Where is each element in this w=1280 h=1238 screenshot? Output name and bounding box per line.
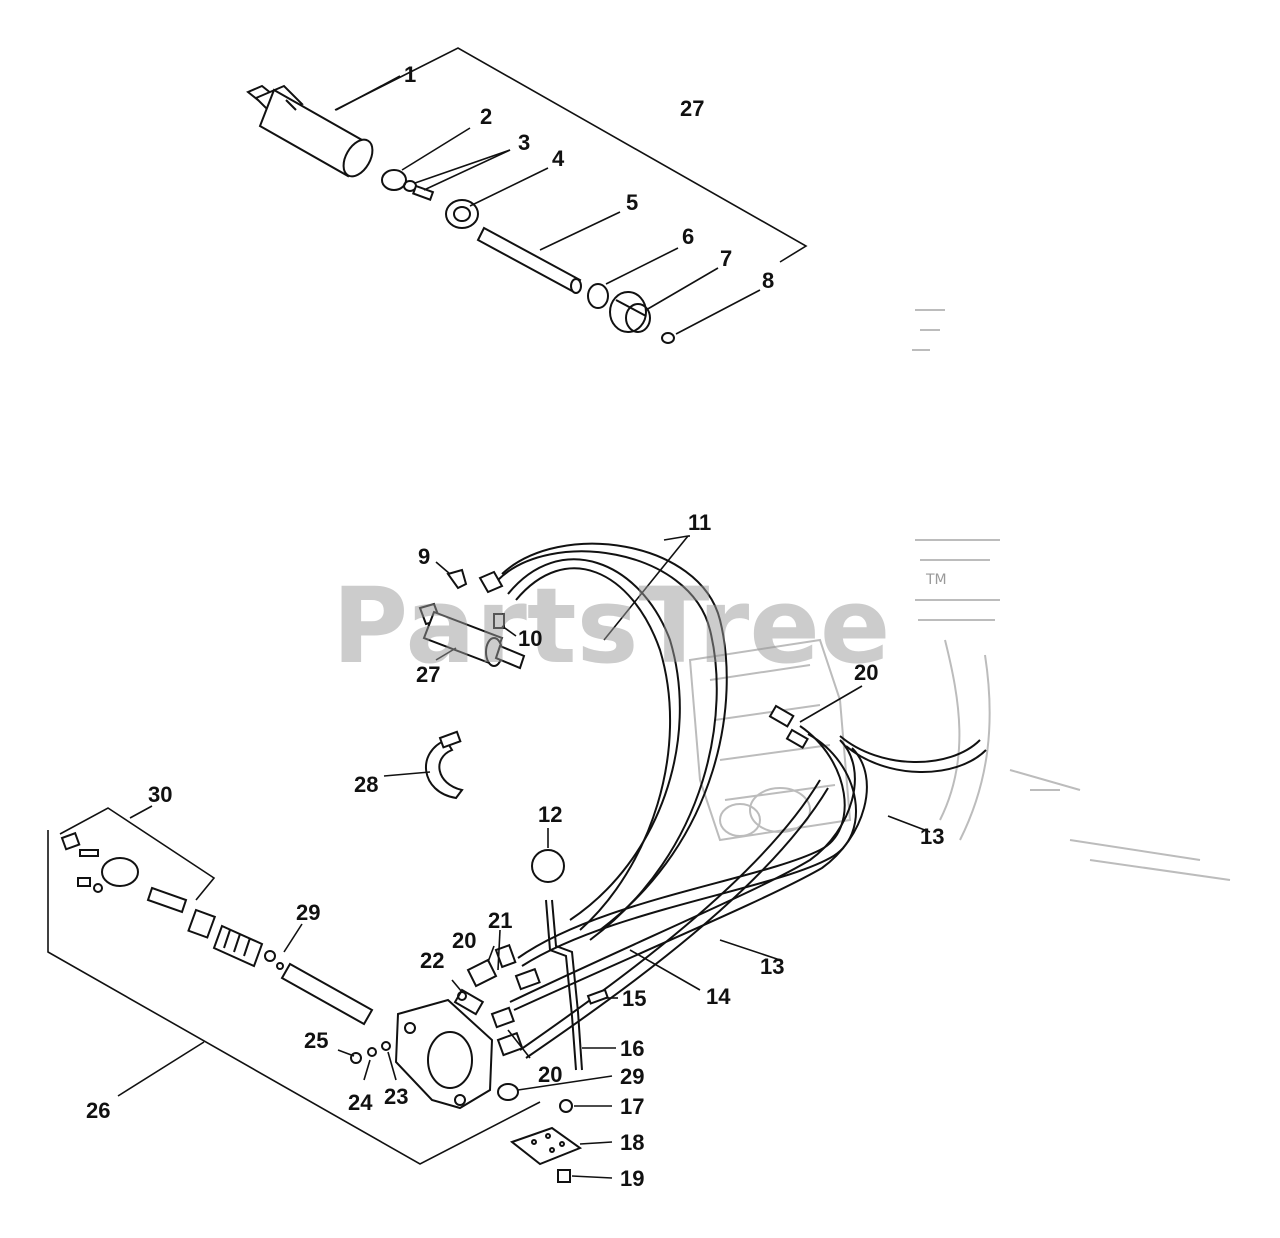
callout-17: 17 <box>620 1094 644 1119</box>
part-27-cylinder[interactable] <box>418 602 526 670</box>
callout-25: 25 <box>304 1028 328 1053</box>
callout-20-low: 20 <box>538 1062 562 1087</box>
callout-9: 9 <box>418 544 430 569</box>
callout-4: 4 <box>552 146 565 171</box>
callout-labels: 1 2 3 4 27 5 6 7 8 9 11 10 27 20 28 30 1… <box>86 62 944 1191</box>
part-1-cylinder-barrel[interactable] <box>246 84 378 181</box>
callout-13-right: 13 <box>920 824 944 849</box>
callout-3: 3 <box>518 130 530 155</box>
callout-15: 15 <box>622 986 646 1011</box>
callout-12: 12 <box>538 802 562 827</box>
callout-18: 18 <box>620 1130 644 1155</box>
watermark-trademark: TM <box>925 572 947 588</box>
background-frame-outline <box>688 309 1231 881</box>
part-30-valve-kit[interactable] <box>60 831 188 914</box>
callout-27-mid: 27 <box>416 662 440 687</box>
callout-26: 26 <box>86 1098 110 1123</box>
valve-assembly <box>47 805 613 1183</box>
part-28-clip[interactable] <box>383 730 464 800</box>
part-15-fitting[interactable] <box>586 988 618 1005</box>
callout-29-left: 29 <box>296 900 320 925</box>
watermark-text: PartsTree <box>332 565 890 687</box>
callout-11: 11 <box>688 510 711 535</box>
part-13-14-hoses[interactable] <box>509 685 987 1059</box>
part-12-ball[interactable] <box>531 849 565 883</box>
part-23-24-25-small-parts[interactable] <box>337 1041 397 1081</box>
part-17-nut[interactable] <box>559 1099 612 1113</box>
part-8-seal[interactable] <box>661 332 675 344</box>
callout-23: 23 <box>384 1084 408 1109</box>
part-10-fitting[interactable] <box>478 570 517 637</box>
callout-10: 10 <box>518 626 542 651</box>
part-18-plate[interactable] <box>509 1126 613 1166</box>
callout-20-right: 20 <box>854 660 878 685</box>
part-20-21-22-fittings[interactable] <box>451 929 541 1059</box>
callout-22: 22 <box>420 948 444 973</box>
part-3-fitting[interactable] <box>403 180 435 201</box>
callout-1: 1 <box>404 62 416 87</box>
hose-assembly <box>383 535 987 1071</box>
part-16-rod[interactable] <box>545 899 616 1071</box>
callout-19: 19 <box>620 1166 644 1191</box>
callout-30: 30 <box>148 782 172 807</box>
cylinder-assembly <box>246 47 808 344</box>
callout-7: 7 <box>720 246 732 271</box>
part-2-o-ring[interactable] <box>381 169 407 191</box>
part-4-piston[interactable] <box>445 199 479 229</box>
callout-6: 6 <box>682 224 694 249</box>
callout-24: 24 <box>348 1090 373 1115</box>
callout-14: 14 <box>706 984 731 1009</box>
callout-21: 21 <box>488 908 512 933</box>
part-6-o-ring[interactable] <box>587 283 609 309</box>
callout-5: 5 <box>626 190 638 215</box>
callout-27-top: 27 <box>680 96 704 121</box>
part-11-hoses[interactable] <box>497 535 728 941</box>
callout-8: 8 <box>762 268 774 293</box>
spool-spring-row[interactable] <box>187 908 374 1026</box>
callout-20-mid: 20 <box>452 928 476 953</box>
callout-28: 28 <box>354 772 378 797</box>
valve-body[interactable] <box>394 988 494 1110</box>
part-9-elbow[interactable] <box>435 561 468 590</box>
part-5-rod[interactable] <box>476 226 582 294</box>
callout-16: 16 <box>620 1036 644 1061</box>
part-19-plug[interactable] <box>557 1169 613 1183</box>
part-29-o-ring[interactable] <box>497 1075 613 1101</box>
callout-2: 2 <box>480 104 492 129</box>
callout-13-lower: 13 <box>760 954 784 979</box>
part-7-gland[interactable] <box>609 291 651 333</box>
callout-29-right: 29 <box>620 1064 644 1089</box>
